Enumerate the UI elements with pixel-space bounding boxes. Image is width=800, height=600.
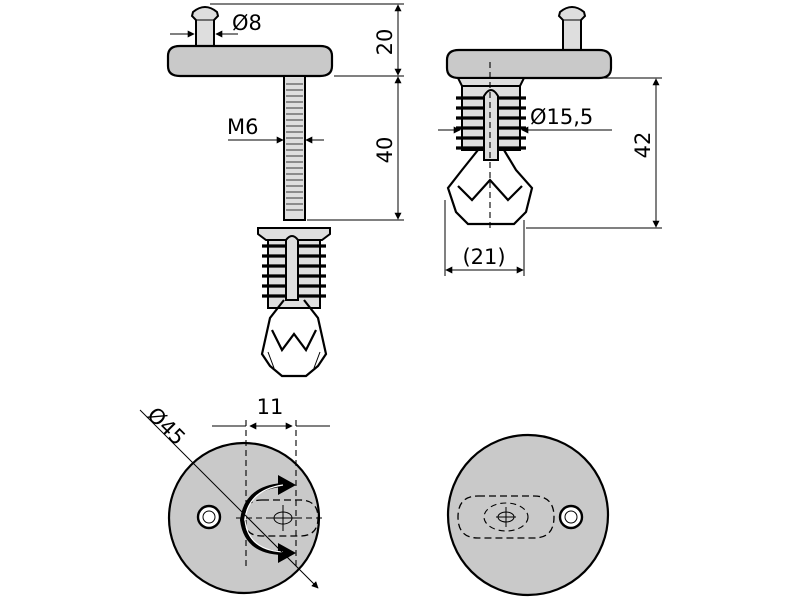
disc-top-view-left — [167, 420, 326, 595]
slot-offset-label: 11 — [257, 395, 284, 419]
assembled-depth-label: 42 — [631, 132, 655, 159]
dimension-thread-size: M6 — [227, 115, 324, 144]
flange-pin — [190, 6, 220, 47]
rotation-arrow — [239, 483, 283, 555]
dimension-assembled-depth: 42 — [524, 77, 662, 229]
dimension-pin-diameter: Ø8 — [170, 11, 262, 38]
mounting-hole-left — [196, 504, 222, 530]
dimension-anchor-diameter: Ø15,5 — [438, 105, 612, 134]
dimension-bolt-length: 40 — [307, 76, 404, 221]
assembled-side-view — [445, 6, 613, 230]
anchor-span-label: (21) — [462, 245, 505, 269]
screw-cross-right — [496, 507, 516, 527]
dimension-flange-height: 20 — [210, 3, 404, 77]
mounting-hole-right — [558, 504, 584, 530]
bolt-length-label: 40 — [373, 137, 397, 164]
hinge-flange-side-view — [166, 6, 334, 221]
pin-diameter-label: Ø8 — [232, 11, 262, 35]
dimension-anchor-span: (21) — [444, 200, 525, 276]
threaded-bolt — [283, 75, 306, 221]
anchor-diameter-label: Ø15,5 — [530, 105, 593, 129]
disc-top-view-right — [446, 433, 610, 597]
bolt-thread-lines — [286, 83, 303, 211]
flange-height-label: 20 — [373, 29, 397, 56]
thread-size-label: M6 — [227, 115, 258, 139]
expansion-anchor — [257, 227, 331, 378]
flange-body — [166, 44, 334, 78]
dimension-slot-offset: 11 — [212, 395, 330, 430]
disc-diameter-label: Ø45 — [142, 403, 190, 451]
assembled-flange — [445, 48, 613, 80]
assembled-pin — [557, 6, 587, 51]
adjustment-slot-right — [457, 495, 555, 539]
